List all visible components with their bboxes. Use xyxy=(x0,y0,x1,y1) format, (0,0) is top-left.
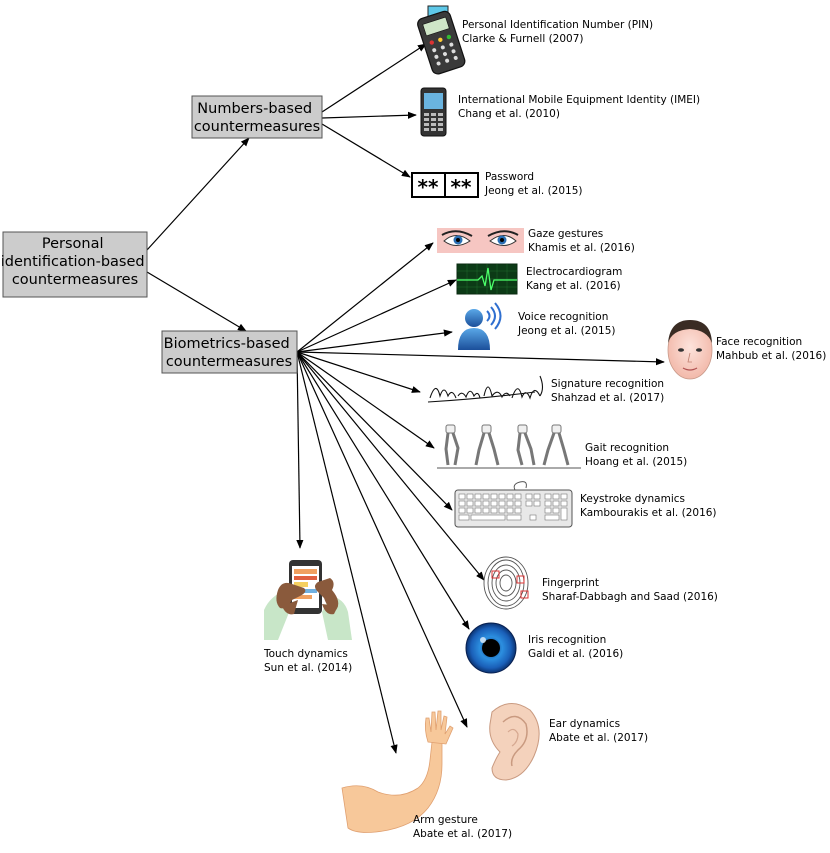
leaf-label-password-name: Password xyxy=(485,171,534,183)
leaf-label-ear-name: Ear dynamics xyxy=(549,718,620,730)
arrow-to-gait xyxy=(296,351,435,449)
leaf-label-fingerprint-ref: Sharaf-Dabbagh and Saad (2016) xyxy=(542,591,718,603)
leaf-label-signature-name: Signature recognition xyxy=(551,378,664,390)
leaf-label-iris: Iris recognition Galdi et al. (2016) xyxy=(528,634,623,660)
leaf-label-imei: International Mobile Equipment Identity … xyxy=(458,94,703,120)
leaf-label-gaze: Gaze gestures Khamis et al. (2016) xyxy=(528,228,635,254)
leaf-label-gaze-ref: Khamis et al. (2016) xyxy=(528,242,635,254)
leaf-label-pin-ref: Clarke & Furnell (2007) xyxy=(462,33,583,45)
biometrics-label-line-1: Biometrics-based xyxy=(164,336,290,352)
biometrics-label-line-2: countermeasures xyxy=(166,354,292,370)
arrow-to-ecg xyxy=(296,279,457,353)
fingerprint-icon xyxy=(483,556,529,610)
arrow-root-to-numbers xyxy=(146,137,250,251)
leaf-label-voice: Voice recognition Jeong et al. (2015) xyxy=(517,311,616,337)
leaf-label-imei-name: International Mobile Equipment Identity … xyxy=(458,94,700,106)
root-label-line-3: countermeasures xyxy=(12,272,138,288)
leaf-label-arm-name: Arm gesture xyxy=(413,814,478,826)
arrow-to-fingerprint xyxy=(296,351,485,581)
leaf-label-iris-ref: Galdi et al. (2016) xyxy=(528,648,623,660)
leaf-label-voice-name: Voice recognition xyxy=(518,311,608,323)
arrow-to-iris xyxy=(296,351,470,630)
numbers-node: Numbers-based countermeasures xyxy=(191,95,323,139)
arrow-to-ear xyxy=(296,351,468,728)
leaf-labels: Personal Identification Number (PIN) Cla… xyxy=(263,19,826,840)
numbers-label-line-2: countermeasures xyxy=(194,119,320,135)
arrow-to-face xyxy=(296,351,665,366)
ecg-monitor-icon xyxy=(456,263,518,295)
arrow-to-pin xyxy=(321,43,427,113)
numbers-label: Numbers-based countermeasures xyxy=(194,101,320,135)
leaf-label-touch-ref: Sun et al. (2014) xyxy=(264,662,352,674)
leaf-label-face-name: Face recognition xyxy=(716,336,802,348)
arrow-to-keystroke xyxy=(296,351,453,511)
speaking-person-icon xyxy=(458,302,502,350)
leaf-label-iris-name: Iris recognition xyxy=(528,634,606,646)
leaf-label-fingerprint-name: Fingerprint xyxy=(542,577,599,589)
arrow-root-to-biometrics xyxy=(146,271,247,332)
leaf-label-face: Face recognition Mahbub et al. (2016) xyxy=(716,336,826,362)
leaf-label-keystroke-name: Keystroke dynamics xyxy=(580,493,685,505)
leaf-label-imei-ref: Chang et al. (2010) xyxy=(458,108,560,120)
leaf-label-ecg-name: Electrocardiogram xyxy=(526,266,622,278)
leaf-label-gait-name: Gait recognition xyxy=(585,442,669,454)
root-label-line-1: Personal xyxy=(42,236,104,252)
touch-phone-hands-icon xyxy=(264,560,352,640)
numbers-box xyxy=(191,95,323,139)
mobile-phone-icon xyxy=(420,87,447,137)
svg-text:**: ** xyxy=(451,175,472,199)
leaf-label-arm-ref: Abate et al. (2017) xyxy=(413,828,512,840)
arrow-to-password xyxy=(321,123,411,178)
leaf-label-face-ref: Mahbub et al. (2016) xyxy=(716,350,826,362)
leaf-label-ear-ref: Abate et al. (2017) xyxy=(549,732,648,744)
keyboard-icon xyxy=(454,481,573,528)
eyes-icon xyxy=(437,228,524,253)
root-box xyxy=(2,231,148,298)
leaf-label-fingerprint: Fingerprint Sharaf-Dabbagh and Saad (201… xyxy=(542,577,718,603)
leaf-label-voice-ref: Jeong et al. (2015) xyxy=(517,325,616,337)
leaf-label-ear: Ear dynamics Abate et al. (2017) xyxy=(549,718,648,744)
leaf-label-gaze-name: Gaze gestures xyxy=(528,228,603,240)
leaf-label-password-ref: Jeong et al. (2015) xyxy=(484,185,583,197)
arrow-to-gaze xyxy=(296,242,434,353)
arrow-to-voice xyxy=(296,329,453,353)
leaf-label-ecg-ref: Kang et al. (2016) xyxy=(526,280,621,292)
leaf-label-gait-ref: Hoang et al. (2015) xyxy=(585,456,687,468)
ear-icon xyxy=(489,703,540,781)
password-field-icon: ** ** xyxy=(411,172,479,199)
biometrics-label: Biometrics-based countermeasures xyxy=(164,336,295,370)
leaf-label-touch: Touch dynamics Sun et al. (2014) xyxy=(263,648,352,674)
leaf-label-signature: Signature recognition Shahzad et al. (20… xyxy=(551,378,667,404)
leaf-label-password: Password Jeong et al. (2015) xyxy=(484,171,583,197)
biometrics-node: Biometrics-based countermeasures xyxy=(161,330,298,374)
leaf-label-touch-name: Touch dynamics xyxy=(263,648,348,660)
leaf-label-pin: Personal Identification Number (PIN) Cla… xyxy=(462,19,657,45)
leaf-label-keystroke: Keystroke dynamics Kambourakis et al. (2… xyxy=(580,493,717,519)
leaf-label-arm: Arm gesture Abate et al. (2017) xyxy=(413,814,512,840)
arrow-to-imei xyxy=(321,111,417,119)
arrow-to-touch xyxy=(296,351,304,549)
numbers-label-line-1: Numbers-based xyxy=(197,101,312,117)
signature-icon xyxy=(427,375,544,403)
leaf-label-keystroke-ref: Kambourakis et al. (2016) xyxy=(580,507,717,519)
svg-text:**: ** xyxy=(418,175,439,199)
root-label-line-2: identification-based xyxy=(1,254,145,270)
arm-icon xyxy=(341,710,454,833)
arrows xyxy=(146,43,665,754)
iris-icon xyxy=(465,622,517,674)
root-node: Personal identification-based countermea… xyxy=(1,231,149,298)
leaf-label-ecg: Electrocardiogram Kang et al. (2016) xyxy=(526,266,626,292)
leaf-label-pin-name: Personal Identification Number (PIN) xyxy=(462,19,653,31)
biometrics-box xyxy=(161,330,298,374)
arrow-to-arm xyxy=(296,351,398,754)
arrow-to-signature xyxy=(296,351,421,393)
leaf-label-signature-ref: Shahzad et al. (2017) xyxy=(551,392,664,404)
face-icon xyxy=(667,320,713,380)
pin-terminal-icon xyxy=(417,5,466,75)
root-label: Personal identification-based countermea… xyxy=(1,236,149,288)
leaf-label-gait: Gait recognition Hoang et al. (2015) xyxy=(585,442,687,468)
walking-legs-icon xyxy=(437,424,581,469)
